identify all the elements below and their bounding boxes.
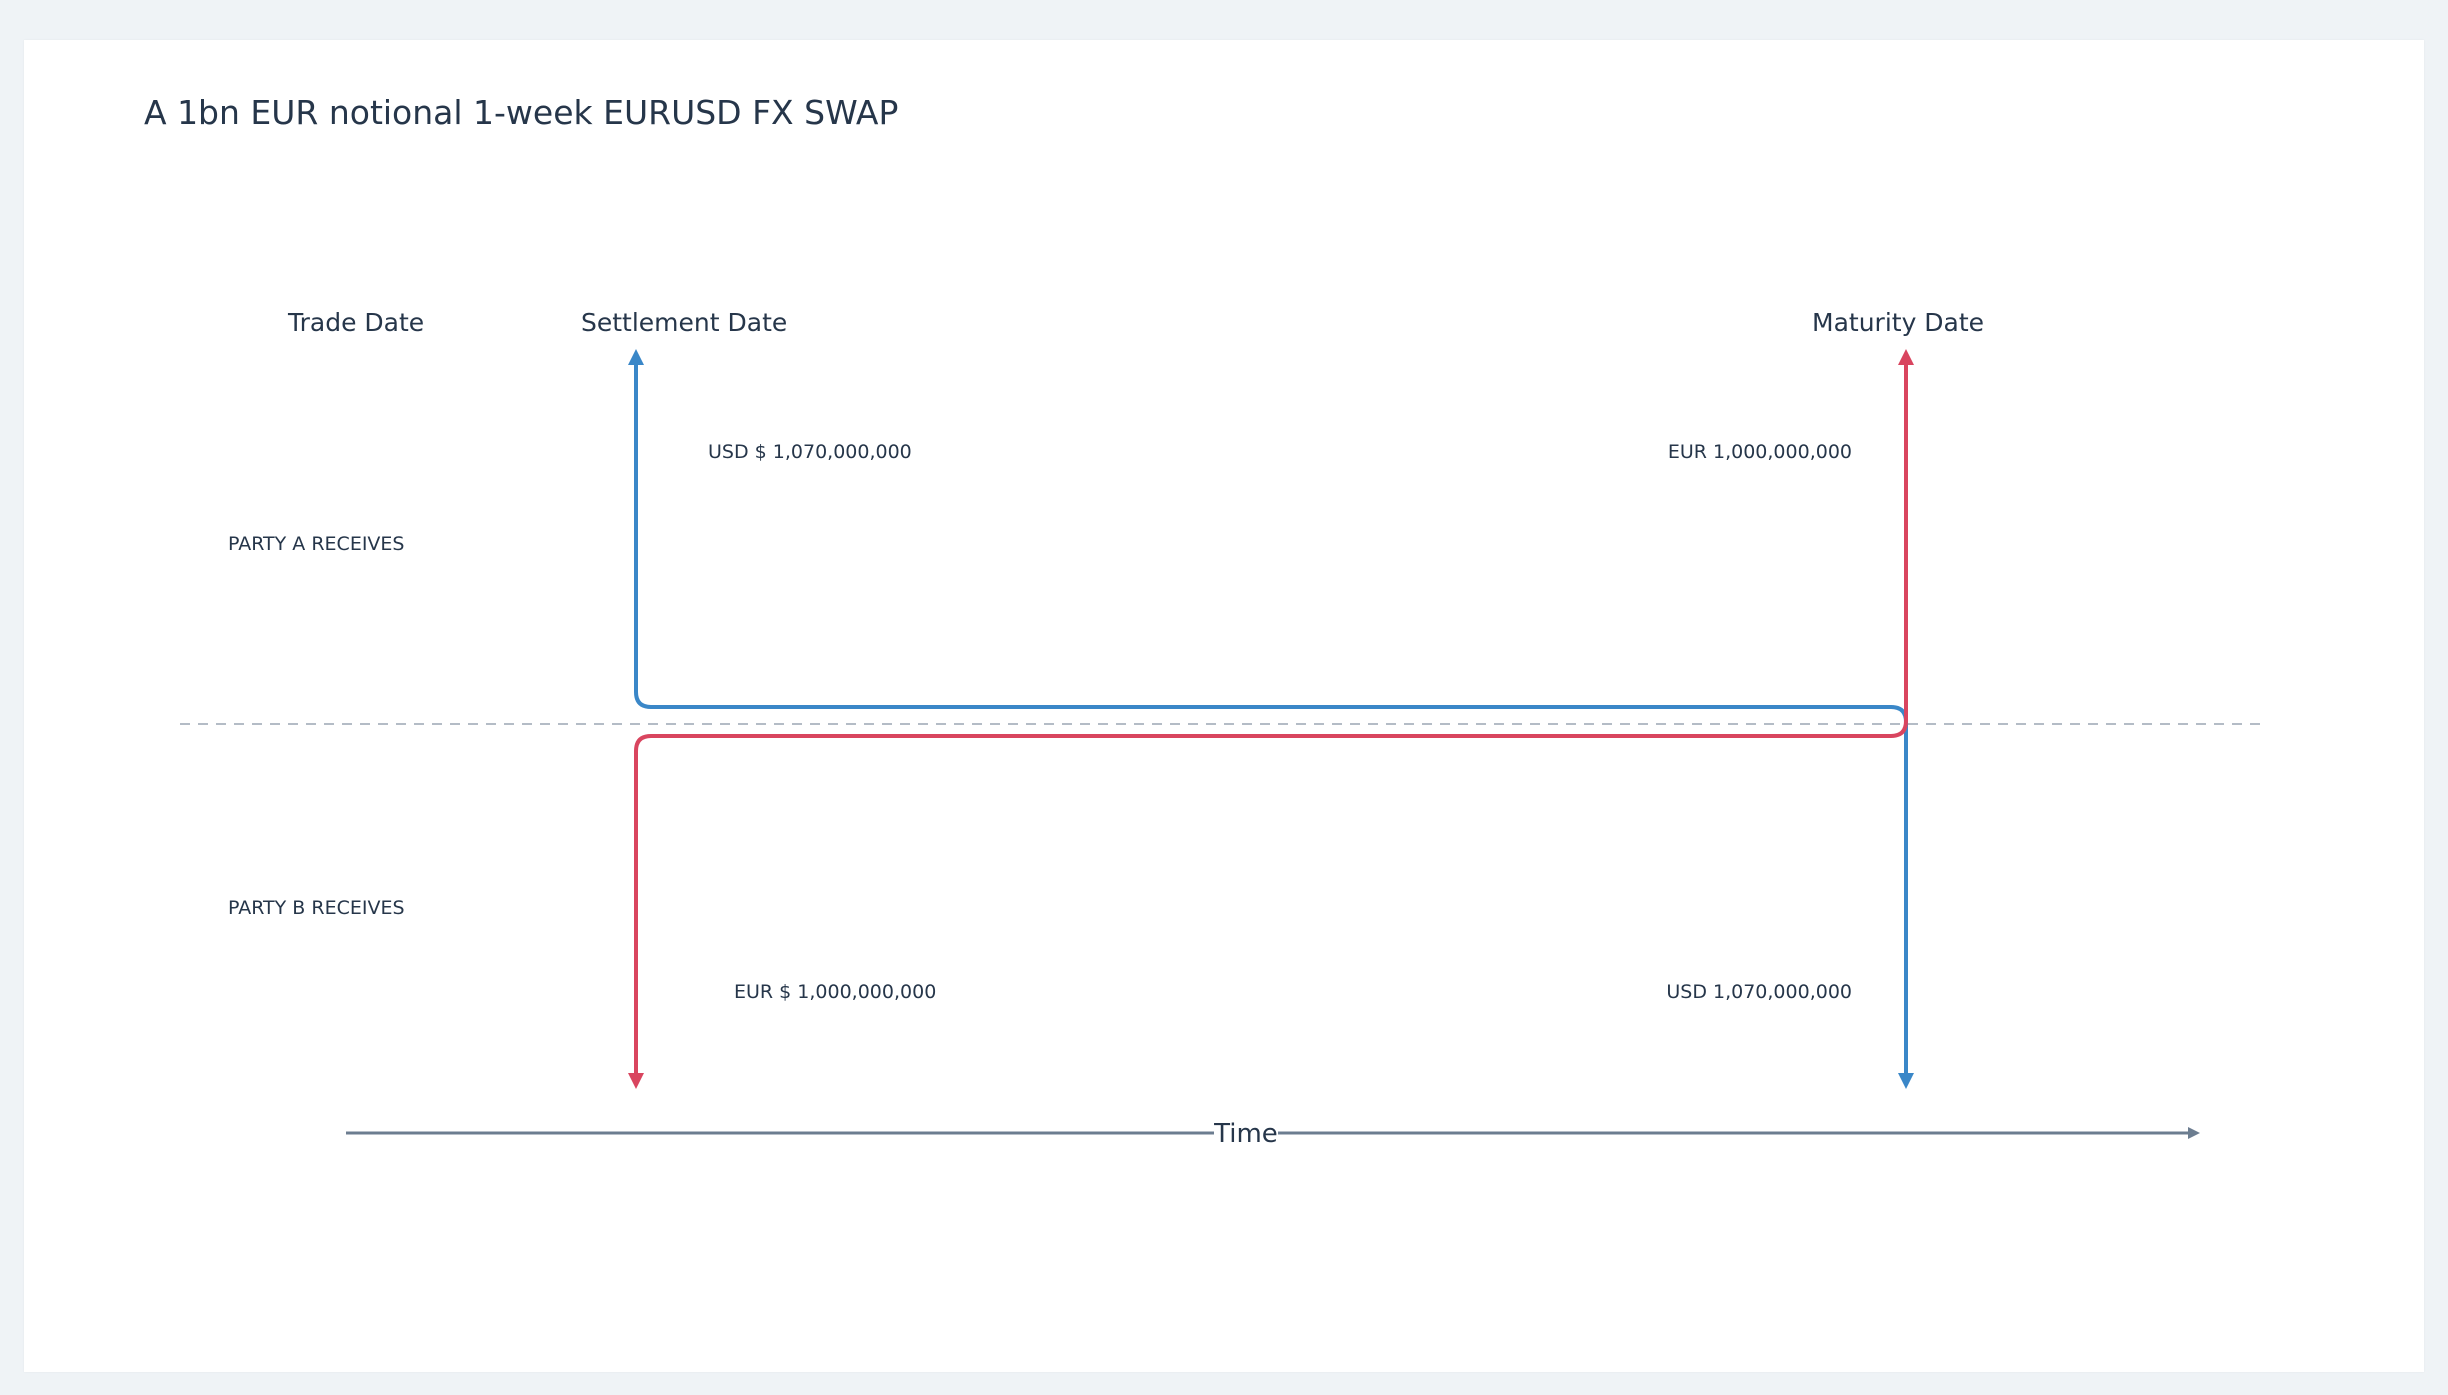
time-axis-label: Time — [1213, 1119, 1278, 1149]
party-b-label: PARTY B RECEIVES — [228, 897, 405, 919]
maturity-amount-party-b: USD 1,070,000,000 — [1666, 981, 1852, 1003]
maturity-date-label: Maturity Date — [1812, 308, 1984, 337]
eur-flow-line — [628, 349, 1914, 1089]
usd-flow-line — [628, 349, 1914, 1089]
diagram-canvas: A 1bn EUR notional 1-week EURUSD FX SWAP… — [24, 40, 2424, 1372]
maturity-amount-party-a: EUR 1,000,000,000 — [1668, 441, 1852, 463]
settlement-date-label: Settlement Date — [581, 308, 787, 337]
settlement-amount-party-b: EUR $ 1,000,000,000 — [734, 981, 936, 1003]
trade-date-label: Trade Date — [287, 308, 424, 337]
party-a-label: PARTY A RECEIVES — [228, 533, 405, 555]
settlement-amount-party-a: USD $ 1,070,000,000 — [708, 441, 912, 463]
diagram-title: A 1bn EUR notional 1-week EURUSD FX SWAP — [144, 93, 898, 132]
fx-swap-diagram: A 1bn EUR notional 1-week EURUSD FX SWAP… — [144, 93, 2268, 1149]
